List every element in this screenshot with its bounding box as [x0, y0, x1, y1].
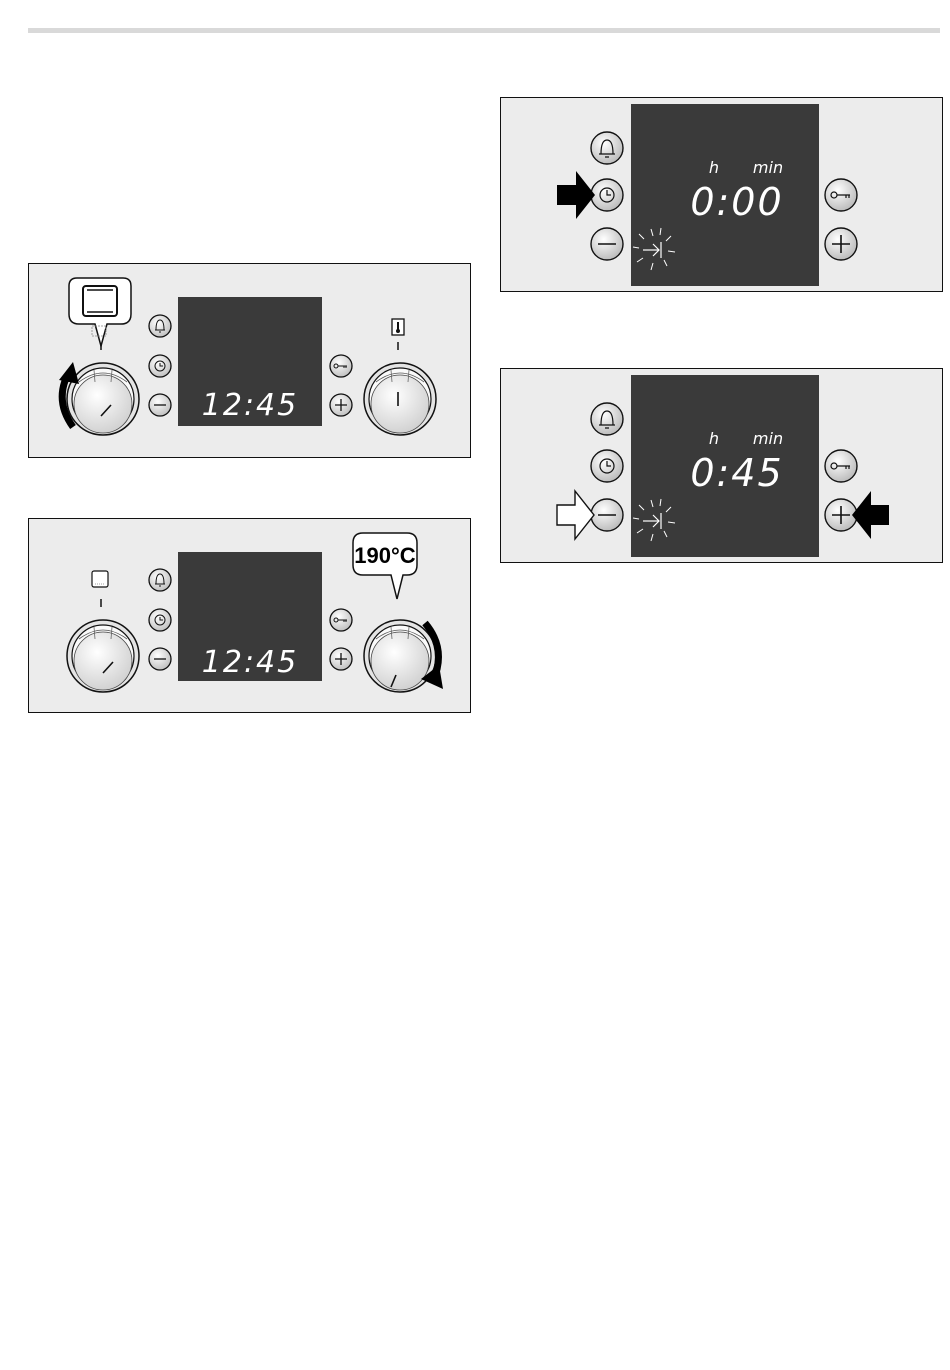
press-arrow-icon [557, 171, 595, 219]
function-selector-knob[interactable] [67, 363, 139, 435]
thermometer-icon [392, 319, 404, 335]
plus-button[interactable] [330, 394, 352, 416]
unit-minutes: min [753, 429, 783, 448]
unit-hours: h [709, 158, 719, 177]
lock-button[interactable] [825, 179, 857, 211]
timer-button[interactable] [591, 179, 623, 211]
minus-button[interactable] [591, 499, 623, 531]
panel-fig3-svg: h min 0:00 [501, 98, 944, 293]
unit-hours: h [709, 429, 719, 448]
display-time: 12:45 [202, 645, 298, 680]
alarm-button[interactable] [149, 315, 171, 337]
timer-button[interactable] [591, 450, 623, 482]
panel-fig2-svg: 12:45 190°C [29, 519, 472, 714]
minus-button[interactable] [591, 228, 623, 260]
lock-button[interactable] [330, 609, 352, 631]
panel-fig2-temperature-select: 12:45 190°C [28, 518, 471, 713]
display-duration: 0:45 [690, 451, 783, 495]
lock-button[interactable] [825, 450, 857, 482]
panel-fig4-svg: h min 0:45 [501, 369, 944, 564]
alarm-button[interactable] [591, 403, 623, 435]
panel-fig1-function-select: 12:45 [28, 263, 471, 458]
minus-button[interactable] [149, 648, 171, 670]
timer-button[interactable] [149, 609, 171, 631]
temperature-selector-knob[interactable] [364, 620, 436, 692]
panel-fig1-svg: 12:45 [29, 264, 472, 459]
function-selector-knob[interactable] [67, 620, 139, 692]
temperature-selector-knob[interactable] [364, 363, 436, 435]
lock-button[interactable] [330, 355, 352, 377]
alarm-button[interactable] [591, 132, 623, 164]
display-duration: 0:00 [690, 180, 783, 224]
timer-button[interactable] [149, 355, 171, 377]
temperature-callout-bubble: 190°C [353, 533, 417, 599]
display-time: 12:45 [202, 388, 298, 423]
alarm-button[interactable] [149, 569, 171, 591]
temperature-value: 190°C [354, 543, 416, 568]
plus-button[interactable] [330, 648, 352, 670]
oven-mode-icon [83, 286, 117, 316]
minus-button[interactable] [149, 394, 171, 416]
unit-minutes: min [753, 158, 783, 177]
mode-callout-bubble [69, 278, 131, 346]
press-arrow-outline-icon [557, 491, 594, 539]
press-arrow-icon [852, 491, 889, 539]
page-top-rule [28, 28, 940, 33]
panel-fig3-cooking-time: h min 0:00 [500, 97, 943, 292]
oven-mode-icon [92, 571, 108, 587]
panel-fig4-set-duration: h min 0:45 [500, 368, 943, 563]
plus-button[interactable] [825, 228, 857, 260]
